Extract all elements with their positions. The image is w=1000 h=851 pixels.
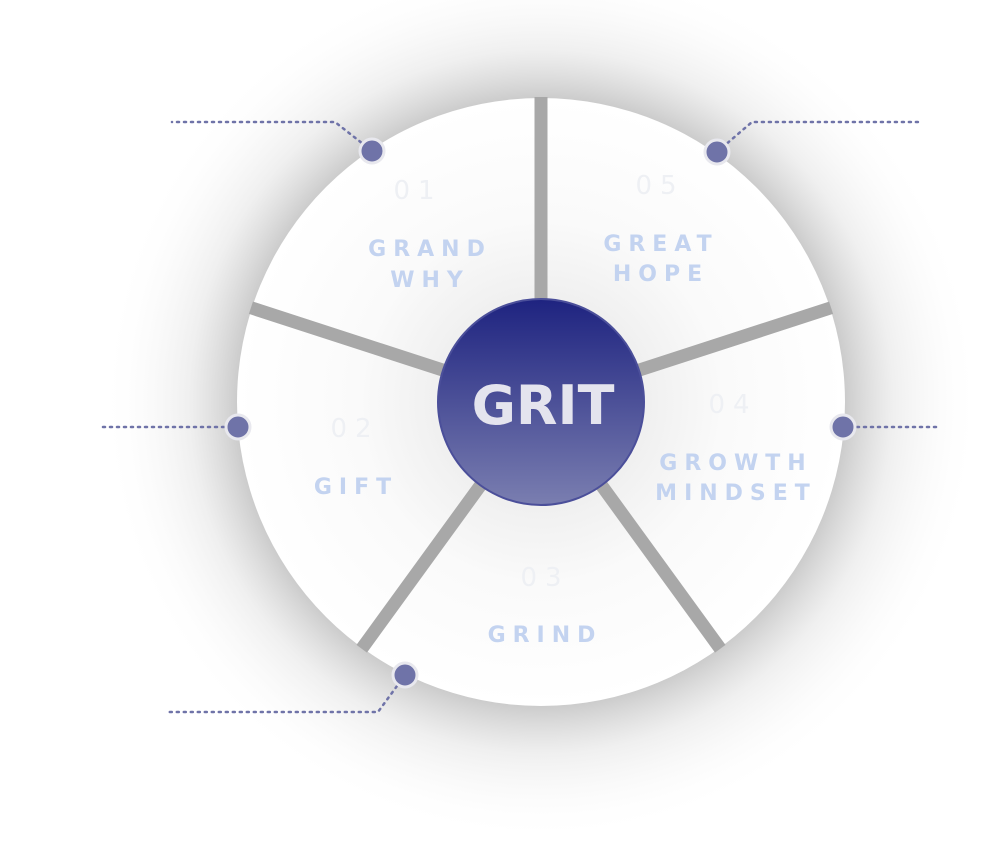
segment-01-title-line2: WHY: [390, 268, 470, 293]
segment-01-title-line1: GRAND: [368, 237, 492, 262]
spoke-divider: [356, 479, 488, 653]
marker-dot-02[interactable]: [224, 413, 252, 441]
segment-05-title-line2: HOPE: [613, 262, 709, 287]
spoke-divider: [594, 479, 726, 653]
segment-04-title-line2: MINDSET: [655, 481, 817, 506]
segment-01-number: 01: [393, 176, 442, 206]
segment-04-title-line1: GROWTH: [659, 451, 812, 476]
center-circle: [437, 298, 645, 506]
connector-line-05: [715, 120, 920, 154]
spoke-divider: [248, 301, 448, 378]
segment-03-number: 03: [520, 563, 569, 593]
center-label: GRIT: [472, 374, 615, 437]
marker-dot-05[interactable]: [703, 138, 731, 166]
segment-05-number: 05: [635, 171, 684, 201]
segment-02-number: 02: [330, 414, 379, 444]
connector-line-01: [170, 120, 374, 153]
marker-dot-04[interactable]: [829, 413, 857, 441]
segment-03-title-line1: GRIND: [488, 623, 603, 648]
segment-05-title-line1: GREAT: [603, 232, 718, 257]
segment-04-number: 04: [708, 390, 757, 420]
marker-dot-03[interactable]: [391, 661, 419, 689]
segment-02-title-line1: GIFT: [314, 475, 398, 500]
connector-line-03: [164, 673, 407, 714]
spokes: [248, 97, 834, 653]
marker-dot-01[interactable]: [358, 137, 386, 165]
spoke-divider: [634, 301, 834, 378]
